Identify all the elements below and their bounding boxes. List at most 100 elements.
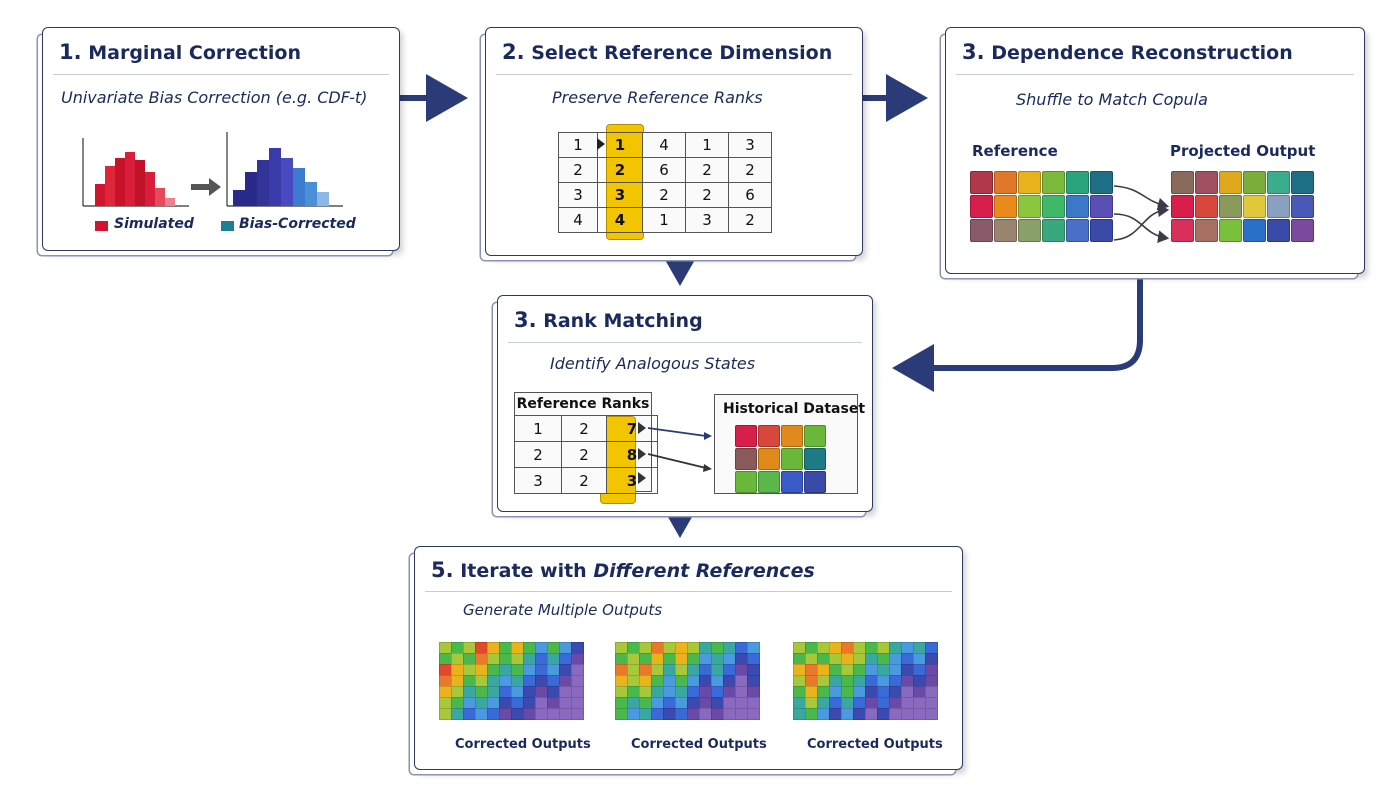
right-arrow-icon [191,178,221,196]
bc-bar [281,158,293,206]
table-cell: 1 [514,415,562,442]
color-cell [1090,195,1113,218]
table-cell: 2 [728,207,772,233]
panel-title: 5. Iterate with Different References [431,558,815,582]
panel-marginal-correction: 1. Marginal Correction Univariate Bias C… [42,27,400,251]
title-text: Dependence Reconstruction [991,42,1293,64]
sim-bar [155,188,165,206]
color-cell [1042,171,1065,194]
color-cell [1243,219,1266,242]
panel-title: 3. Rank Matching [514,308,703,332]
color-cell [1171,195,1194,218]
panel-dependence-reconstruction: 3. Dependence Reconstruction Shuffle to … [945,27,1365,274]
arrow-3-to-rank [892,278,1143,392]
table-cell: 2 [685,182,729,208]
color-cell [1243,195,1266,218]
panel-title: 1. Marginal Correction [59,40,301,64]
color-cell [804,425,826,447]
sim-bar [95,184,105,206]
color-cell [1291,195,1314,218]
title-rule [53,74,389,75]
color-cell [1066,171,1089,194]
simulated-histogram [82,138,189,207]
title-text: Marginal Correction [88,42,301,64]
reference-rank-cell: 4 [597,207,643,233]
panel-subtitle: Shuffle to Match Copula [1016,90,1208,109]
heatmap-cell [925,708,938,720]
legend-simulated: Simulated [114,216,194,232]
title-rule [508,342,862,343]
historical-dataset-label: Historical Dataset [723,401,866,417]
title-rule [496,74,852,75]
table-cell: 1 [642,207,686,233]
sim-bar [105,166,115,206]
reference-rank-cell: 3 [597,182,643,208]
color-cell [1291,171,1314,194]
color-cell [1018,195,1041,218]
legend-swatch-simulated [95,221,108,231]
sim-bar [145,172,155,206]
color-cell [804,471,826,493]
reference-ranks-header: Reference Ranks [515,393,651,416]
color-cell [781,448,803,470]
step-number: 3. [962,40,985,64]
color-cell [1171,171,1194,194]
heatmap-cell [571,708,584,720]
title-rule [956,74,1354,75]
table-cell: 3 [514,467,562,494]
title-emphasis: Different References [593,560,815,582]
table-cell: 2 [728,157,772,183]
step-number: 5. [431,558,454,582]
title-text: Iterate with [460,560,594,582]
reference-rank-cell: 3 [606,467,658,494]
color-cell [1195,171,1218,194]
heatmap-cell [747,708,760,720]
color-cell [1219,195,1242,218]
reference-label: Reference [972,142,1058,160]
table-cell: 6 [728,182,772,208]
step-number: 1. [59,40,82,64]
table-cell: 6 [642,157,686,183]
color-cell [1042,219,1065,242]
bc-bar [269,148,281,206]
table-cell: 2 [561,415,607,442]
panel-select-reference-dimension: 2. Select Reference Dimension Preserve R… [485,27,863,256]
color-cell [1066,219,1089,242]
color-cell [1090,219,1113,242]
color-cell [735,425,757,447]
color-cell [1066,195,1089,218]
bc-bar [317,192,329,206]
table-cell: 3 [685,207,729,233]
title-text: Rank Matching [543,310,703,332]
title-text: Select Reference Dimension [531,42,833,64]
panel-rank-matching: 3. Rank Matching Identify Analogous Stat… [497,295,873,512]
bias-corrected-histogram [226,132,343,207]
color-cell [758,448,780,470]
sim-bar [135,160,145,206]
color-cell [1267,219,1290,242]
color-cell [1042,195,1065,218]
table-cell: 4 [642,132,686,158]
table-cell: 3 [558,182,598,208]
panel-subtitle: Univariate Bias Correction (e.g. CDF-t) [61,88,368,107]
table-cell: 2 [561,441,607,468]
color-cell [994,171,1017,194]
panel-subtitle: Generate Multiple Outputs [463,601,663,619]
sim-bar [165,198,175,206]
color-cell [735,448,757,470]
color-cell [970,171,993,194]
legend-swatch-bias-corrected [221,221,234,231]
row-pointer-icon [597,138,605,150]
color-cell [1267,171,1290,194]
bc-bar [257,160,269,206]
table-cell: 1 [685,132,729,158]
table-cell: 1 [558,132,598,158]
color-cell [804,448,826,470]
table-cell: 2 [514,441,562,468]
